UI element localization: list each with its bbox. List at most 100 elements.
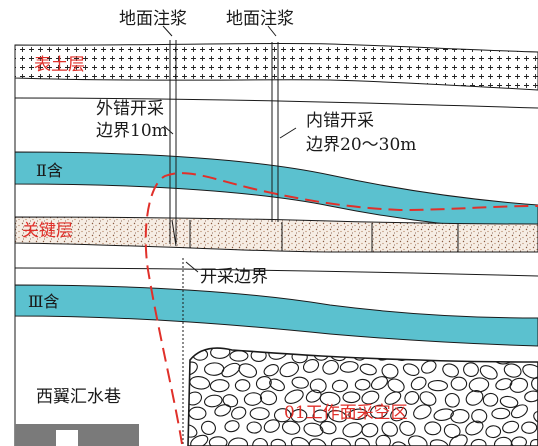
rubble-stone (348, 408, 368, 420)
rubble-stone (263, 419, 280, 433)
rubble-stone (387, 378, 405, 393)
rubble-stone (510, 404, 528, 419)
aquifer-3-label: Ⅲ含 (28, 292, 59, 311)
rubble-stone (259, 390, 278, 406)
rubble-stone (433, 408, 454, 422)
rubble-stone (485, 425, 502, 439)
rubble-stone (369, 404, 388, 419)
rubble-stone (188, 406, 207, 420)
rubble-stone (231, 406, 247, 420)
stratum-line-1 (14, 97, 538, 109)
goaf-label: 01工作面采空区 (284, 403, 408, 423)
rubble-stone (354, 437, 370, 446)
rubble-stone (319, 391, 341, 407)
topsoil-label: 表土层 (34, 55, 85, 75)
rubble-stone (188, 424, 198, 438)
rubble-stone (229, 350, 249, 362)
rubble-stone (522, 364, 538, 379)
rubble-stone (222, 394, 239, 408)
outer-offset-label-line1: 外错开采 (96, 99, 164, 119)
grouting-left-pointer (162, 25, 173, 37)
rubble-stone (208, 436, 228, 446)
key-stratum-label: 关键层 (22, 221, 73, 241)
rubble-stone (427, 379, 449, 392)
rubble-stone (444, 392, 460, 408)
rubble-stone (342, 422, 363, 438)
topsoil-layer (14, 42, 538, 91)
rubble-stone (246, 421, 262, 434)
rubble-stone (424, 421, 442, 436)
rubble-stone (521, 421, 538, 434)
rubble-stone (281, 420, 301, 435)
rubble-stone (471, 408, 488, 424)
rubble-stone (509, 377, 529, 393)
rubble-stone (238, 363, 258, 378)
key-stratum-cracks (171, 219, 459, 252)
rubble-stone (408, 348, 427, 360)
rubble-stone (312, 409, 329, 423)
inner-offset-label-line1: 内错开采 (306, 111, 374, 131)
rubble-stone (442, 363, 459, 378)
rubble-stone (284, 389, 304, 404)
outer-offset-label-line2: 边界10m (96, 121, 168, 141)
rubble-stone (453, 348, 472, 360)
rubble-stone (319, 420, 337, 435)
rubble-stone (503, 363, 522, 378)
grouting-borehole-left (169, 40, 177, 244)
rubble-stone (328, 409, 347, 423)
rubble-stone (465, 420, 484, 436)
rubble-stone (302, 359, 320, 373)
rubble-stone (463, 362, 479, 377)
rubble-stone (413, 404, 432, 420)
rubble-stone (210, 348, 231, 359)
rubble-stone (421, 360, 437, 374)
rubble-stone (342, 391, 361, 404)
mining-boundary-pointer (185, 261, 199, 273)
rubble-stone (533, 410, 538, 425)
rubble-stone (354, 378, 371, 391)
rubble-stone (479, 365, 498, 380)
rubble-stone (305, 389, 322, 403)
aquifer-3-layer (14, 284, 538, 347)
grouting-right-pointer (267, 25, 277, 37)
aquifer-2-label: Ⅱ含 (36, 161, 63, 180)
rubble-stone (279, 361, 299, 378)
rubble-stone (243, 392, 263, 406)
rubble-stone (339, 361, 359, 373)
rubble-stone (419, 391, 437, 406)
rubble-stone (263, 364, 279, 377)
rubble-stone (450, 409, 470, 424)
rubble-stone (188, 361, 198, 376)
rubble-stone (381, 363, 399, 379)
rubble-stone (290, 409, 308, 423)
rubble-stone (399, 420, 416, 436)
rubble-stone (450, 376, 468, 391)
caving-boundary-curve (144, 172, 538, 445)
rubble-stone (189, 376, 211, 390)
rubble-stone (322, 359, 339, 375)
inner-offset-pointer (279, 127, 297, 139)
rubble-stone (410, 376, 427, 391)
rubble-stone (268, 348, 289, 360)
west-roadway-opening (56, 430, 78, 446)
rubble-stone (214, 404, 232, 417)
rubble-stone (309, 378, 327, 394)
rubble-stone (443, 423, 461, 439)
outer-offset-pointer (163, 125, 174, 135)
rubble-stone (359, 363, 377, 376)
rubble-stone (391, 441, 408, 446)
rubble-stone (203, 394, 223, 408)
rubble-stone (249, 407, 270, 421)
grouting-left-label: 地面注浆 (119, 9, 187, 29)
rubble-stone (291, 376, 309, 389)
rubble-stone (361, 390, 380, 405)
rubble-stone (502, 420, 520, 434)
inner-offset-label-line2: 边界20～30m (306, 135, 416, 155)
rubble-stone (370, 376, 388, 391)
rubble-stone (188, 391, 203, 406)
rubble-stone (209, 379, 230, 393)
rubble-stone (390, 406, 407, 422)
rubble-stone (449, 434, 468, 446)
